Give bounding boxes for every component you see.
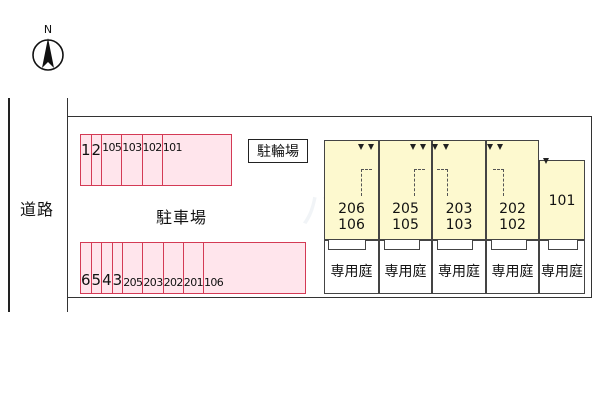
unit-block: 206 106 (324, 140, 379, 240)
garden-notch (548, 240, 578, 250)
parking-space: 106 (204, 276, 224, 289)
parking-space: 2 (92, 135, 103, 185)
parking-space: 202 (164, 243, 184, 293)
parking-space: 105 (102, 135, 123, 185)
parking-space: 201 (184, 243, 204, 293)
unit-number-upper: 206 (338, 201, 365, 217)
private-garden-label: 専用庭 (491, 264, 534, 280)
entrance-arrow-icon (443, 144, 449, 150)
parking-label: 駐車場 (156, 208, 208, 227)
parking-space: 203 (143, 243, 164, 293)
entrance-arrow-icon (543, 158, 549, 164)
unit-block: 202 102 (486, 140, 539, 240)
entrance-arrow-icon (368, 144, 374, 150)
parking-space: 101 (162, 141, 183, 154)
private-garden-label: 専用庭 (541, 264, 583, 280)
parking-space: 103 (122, 135, 143, 185)
parking-space: 1 (81, 135, 92, 185)
parking-space: 102 (143, 135, 163, 185)
stair-outline (493, 169, 504, 196)
garden-notch (328, 240, 366, 250)
private-garden-label: 専用庭 (330, 264, 373, 280)
north-compass-icon: N (32, 23, 64, 71)
entrance-arrow-icon (487, 144, 493, 150)
site-boundary-tick (67, 98, 68, 116)
parking-row-top: 1 2 105 103 102 101 (80, 134, 232, 186)
unit-number-lower: 106 (338, 217, 365, 233)
private-garden-label: 専用庭 (438, 264, 480, 280)
parking-space: 205 (123, 243, 144, 293)
road-edge-line (8, 98, 10, 312)
parking-space: 5 (92, 243, 103, 293)
unit-number-upper: 101 (548, 193, 576, 209)
entrance-arrow-icon (410, 144, 416, 150)
garden-notch (437, 240, 473, 250)
garden-notch (491, 240, 527, 250)
garden-notch (384, 240, 420, 250)
parking-space: 6 (81, 243, 92, 293)
parking-space: 4 (102, 243, 113, 293)
site-boundary-tick (67, 298, 68, 312)
private-garden-label: 専用庭 (384, 264, 427, 280)
unit-number-lower: 103 (445, 217, 473, 233)
road-label: 道路 (20, 200, 55, 219)
bicycle-parking: 駐輪場 (248, 139, 308, 163)
unit-number-upper: 202 (499, 201, 526, 217)
parking-space: 3 (113, 243, 124, 293)
entrance-arrow-icon (432, 144, 438, 150)
north-label: N (44, 23, 52, 36)
entrance-arrow-icon (420, 144, 426, 150)
stair-outline (361, 169, 372, 196)
unit-block: 101 (539, 160, 585, 240)
unit-block: 205 105 (379, 140, 432, 240)
unit-number-upper: 205 (392, 201, 419, 217)
parking-row-bottom: 6 5 4 3 205 203 202 201 106 (80, 242, 306, 294)
stair-outline (414, 169, 425, 196)
unit-block: 203 103 (432, 140, 486, 240)
stair-outline (437, 169, 448, 196)
unit-number-upper: 203 (445, 201, 473, 217)
entrance-arrow-icon (497, 144, 503, 150)
entrance-arrow-icon (358, 144, 364, 150)
unit-number-lower: 105 (392, 217, 419, 233)
unit-number-lower: 102 (499, 217, 526, 233)
